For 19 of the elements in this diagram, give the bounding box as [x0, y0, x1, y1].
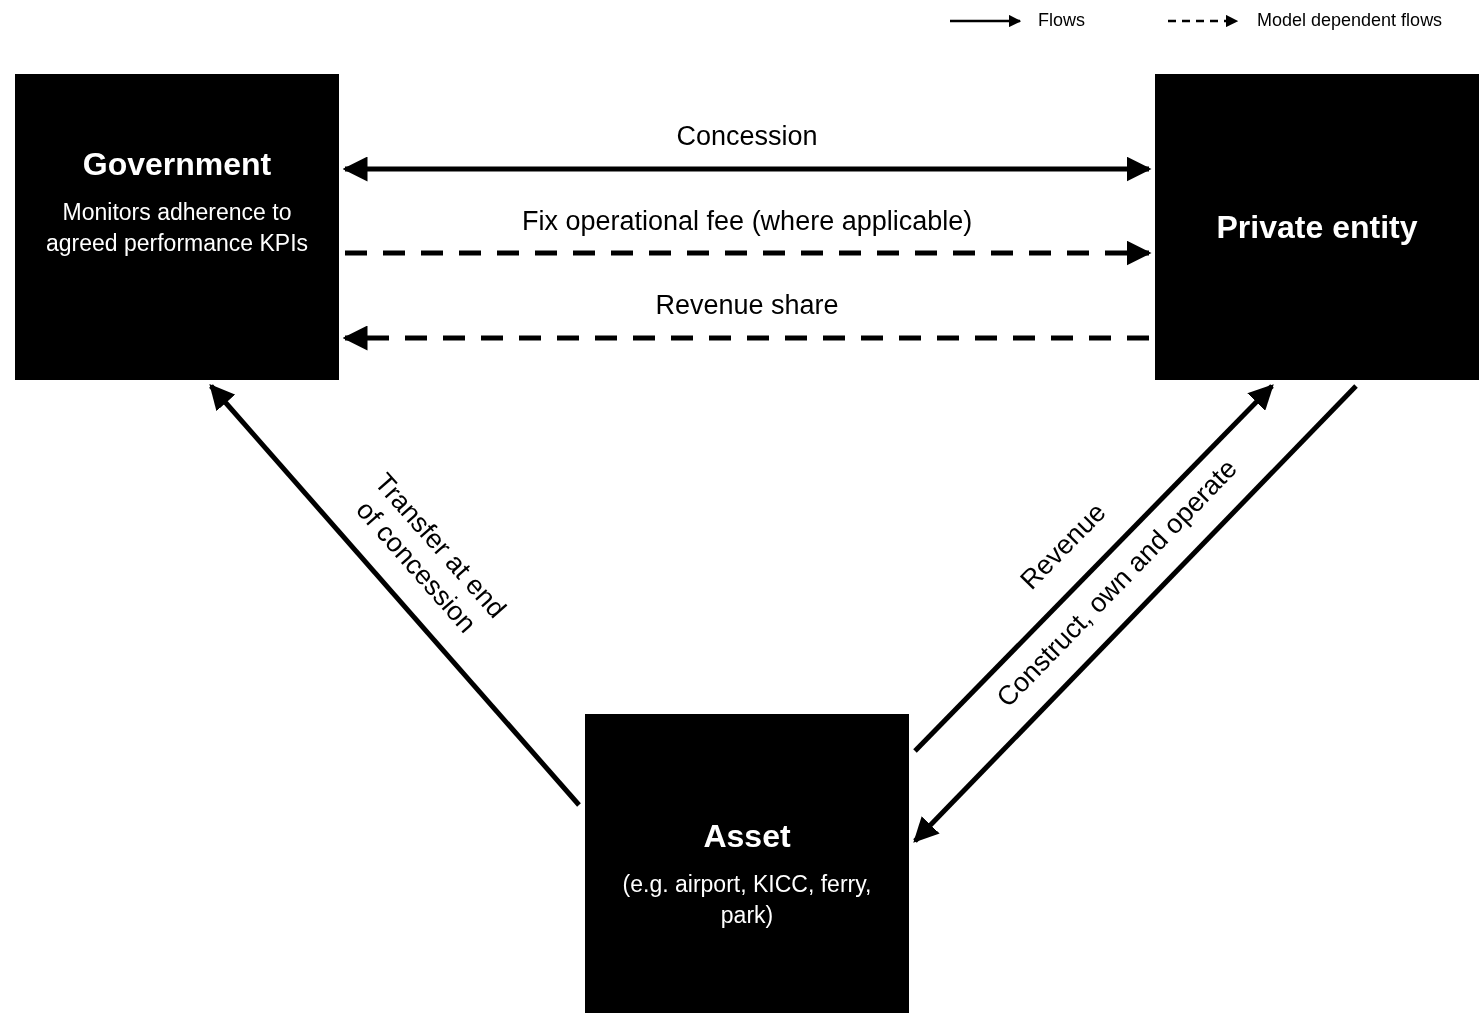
- arrow: [345, 240, 1152, 266]
- arrow: [342, 325, 1149, 351]
- entity-title: Government: [82, 146, 272, 183]
- arrow: [913, 384, 1358, 843]
- arrow: [209, 384, 581, 807]
- edge-label: Concession: [676, 120, 818, 153]
- arrow: [913, 384, 1274, 753]
- entity-box: [585, 714, 909, 1013]
- entity-title: Private entity: [1216, 208, 1418, 246]
- entity-box: [1155, 74, 1479, 380]
- arrow: [342, 156, 1152, 182]
- entity-description: Monitors adherence to agreed performance KPIs: [44, 198, 310, 259]
- entity-box: [15, 74, 339, 380]
- entity-description: (e.g. airport, KICC, ferry, park): [621, 870, 873, 931]
- entity-title: Asset: [703, 818, 791, 855]
- edge-label: Fix operational fee (where applicable): [522, 205, 973, 238]
- legend-label: Model dependent flows: [1257, 10, 1443, 31]
- edge-label: Revenue share: [655, 289, 839, 322]
- legend-label: Flows: [1038, 10, 1085, 31]
